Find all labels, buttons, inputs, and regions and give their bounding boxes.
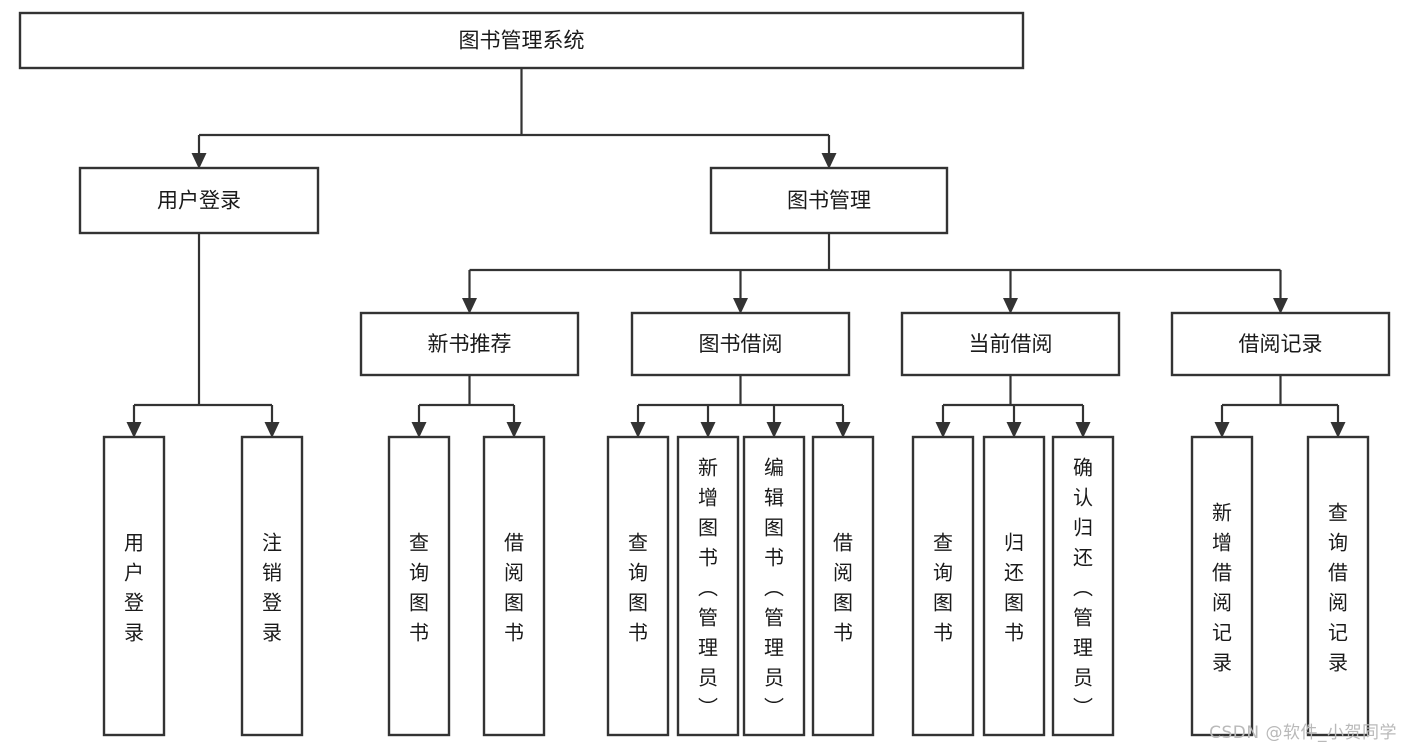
- node-leaf-query-book-1[interactable]: 查询图书: [387, 435, 451, 737]
- node-box: [709, 166, 949, 235]
- node-leaf-user-logout[interactable]: 注销登录: [240, 435, 304, 737]
- node-label-vertical: 新增借阅记录: [1212, 500, 1232, 674]
- node-leaf-query-book-2[interactable]: 查询图书: [606, 435, 670, 737]
- node-leaf-query-record[interactable]: 查询借阅记录: [1306, 435, 1370, 737]
- node-box: [982, 435, 1046, 737]
- csdn-watermark: CSDN @软件_小贺同学: [1209, 723, 1397, 743]
- node-label-vertical: 借阅图书: [504, 530, 524, 644]
- arrow-head-icon: [1003, 298, 1018, 314]
- node-box: [1190, 435, 1254, 737]
- node-box: [911, 435, 975, 737]
- node-label: 图书管理系统: [459, 29, 585, 53]
- node-label: 新书推荐: [428, 332, 512, 356]
- arrow-head-icon: [1330, 422, 1346, 438]
- arrow-head-icon: [1006, 422, 1022, 438]
- arrow-head-icon: [1214, 422, 1230, 438]
- node-label-vertical: 归还图书: [1004, 530, 1024, 644]
- arrow-head-icon: [191, 153, 207, 169]
- node-label-vertical: 编辑图书︵管理员︶: [764, 455, 784, 719]
- node-leaf-query-book-3[interactable]: 查询图书: [911, 435, 975, 737]
- node-leaf-return-book[interactable]: 归还图书: [982, 435, 1046, 737]
- arrow-head-icon: [506, 422, 522, 438]
- node-book-manage[interactable]: 图书管理: [709, 166, 949, 235]
- arrow-head-icon: [1273, 298, 1288, 314]
- node-label: 借阅记录: [1239, 332, 1323, 356]
- arrow-head-icon: [264, 422, 280, 438]
- node-label-vertical: 确认归还︵管理员︶: [1073, 455, 1093, 719]
- node-label: 当前借阅: [969, 332, 1053, 356]
- connector-layer: [126, 68, 1346, 438]
- node-label-vertical: 新增图书︵管理员︶: [698, 455, 718, 719]
- node-user-login[interactable]: 用户登录: [78, 166, 320, 235]
- node-current-borrow[interactable]: 当前借阅: [900, 311, 1121, 377]
- arrow-head-icon: [411, 422, 427, 438]
- arrow-head-icon: [821, 153, 837, 169]
- node-leaf-confirm-return[interactable]: 确认归还︵管理员︶: [1051, 435, 1115, 737]
- node-box: [18, 11, 1025, 70]
- node-label-vertical: 查询图书: [409, 530, 429, 644]
- node-layer: 图书管理系统用户登录图书管理新书推荐图书借阅当前借阅借阅记录用户登录注销登录查询…: [18, 11, 1391, 737]
- node-label-vertical: 查询图书: [628, 530, 648, 644]
- arrow-head-icon: [630, 422, 646, 438]
- node-label-vertical: 用户登录: [124, 530, 144, 644]
- node-leaf-borrow-book-1[interactable]: 借阅图书: [482, 435, 546, 737]
- node-label: 图书借阅: [699, 332, 783, 356]
- node-borrow-record[interactable]: 借阅记录: [1170, 311, 1391, 377]
- node-box: [1051, 435, 1115, 737]
- arrow-head-icon: [733, 298, 748, 314]
- node-leaf-edit-book[interactable]: 编辑图书︵管理员︶: [742, 435, 806, 737]
- node-label-vertical: 查询借阅记录: [1328, 500, 1348, 674]
- node-label-vertical: 注销登录: [262, 530, 282, 644]
- node-book-borrow[interactable]: 图书借阅: [630, 311, 851, 377]
- arrow-head-icon: [126, 422, 142, 438]
- arrow-head-icon: [835, 422, 851, 438]
- node-box: [1306, 435, 1370, 737]
- arrow-head-icon: [462, 298, 477, 314]
- node-root[interactable]: 图书管理系统: [18, 11, 1025, 70]
- arrow-head-icon: [935, 422, 951, 438]
- node-box: [900, 311, 1121, 377]
- node-box: [606, 435, 670, 737]
- arrow-head-icon: [1075, 422, 1091, 438]
- node-label: 图书管理: [787, 189, 871, 213]
- node-leaf-add-record[interactable]: 新增借阅记录: [1190, 435, 1254, 737]
- node-box: [630, 311, 851, 377]
- node-leaf-user-login[interactable]: 用户登录: [102, 435, 166, 737]
- node-box: [240, 435, 304, 737]
- node-label: 用户登录: [157, 189, 241, 213]
- node-box: [482, 435, 546, 737]
- arrow-head-icon: [766, 422, 782, 438]
- node-label-vertical: 查询图书: [933, 530, 953, 644]
- node-new-book-recommend[interactable]: 新书推荐: [359, 311, 580, 377]
- node-leaf-add-book[interactable]: 新增图书︵管理员︶: [676, 435, 740, 737]
- node-leaf-borrow-book-2[interactable]: 借阅图书: [811, 435, 875, 737]
- node-box: [676, 435, 740, 737]
- node-box: [742, 435, 806, 737]
- node-label-vertical: 借阅图书: [833, 530, 853, 644]
- node-box: [359, 311, 580, 377]
- node-box: [102, 435, 166, 737]
- node-box: [811, 435, 875, 737]
- node-box: [78, 166, 320, 235]
- arrow-head-icon: [700, 422, 716, 438]
- node-box: [1170, 311, 1391, 377]
- node-box: [387, 435, 451, 737]
